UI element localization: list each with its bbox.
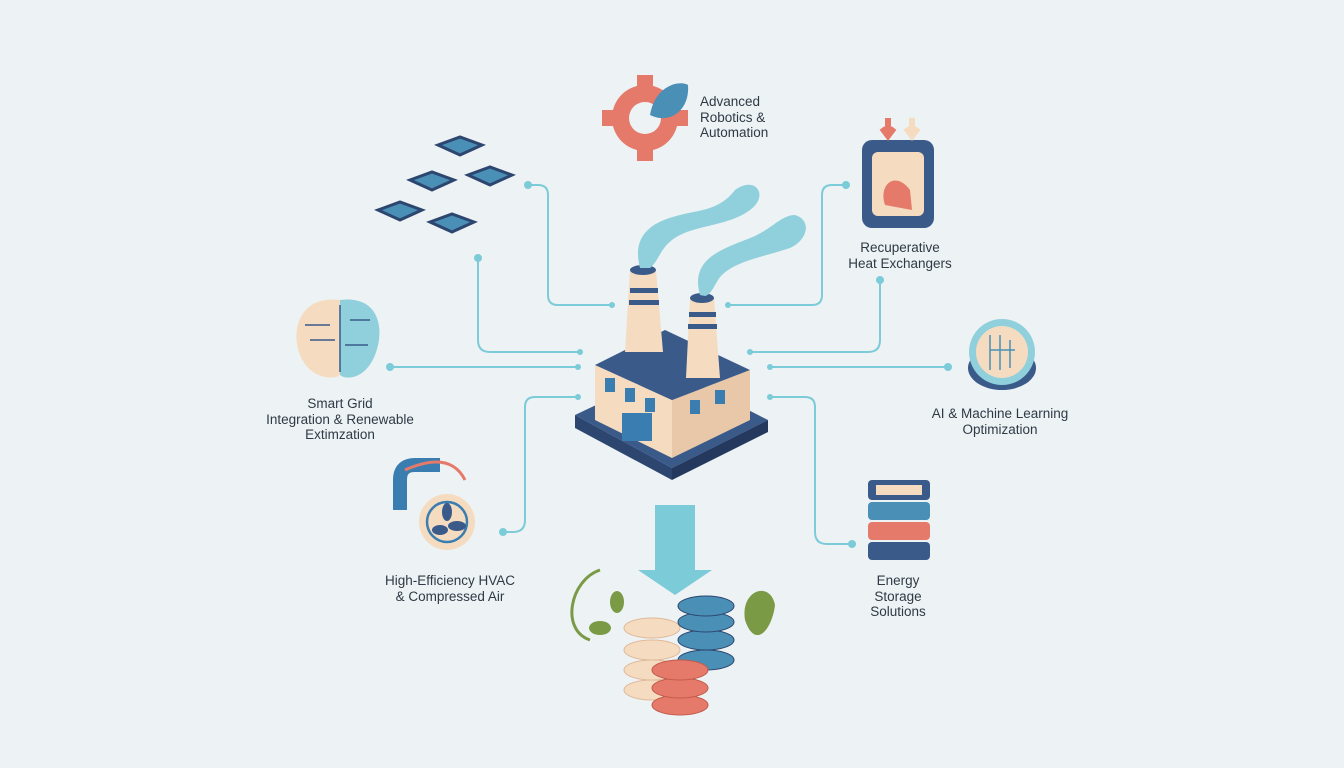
label-heat-exchangers: Recuperative Heat Exchangers	[848, 240, 952, 271]
label-energy-storage: Energy Storage Solutions	[870, 573, 926, 619]
label-hvac: High-Efficiency HVAC & Compressed Air	[384, 573, 516, 604]
label-robotics: Advanced Robotics & Automation	[700, 94, 769, 140]
connector-dots	[386, 181, 952, 548]
fan-pipe-icon	[393, 458, 475, 550]
ai-chip-icon	[968, 319, 1036, 390]
gear-leaf-icon	[602, 75, 689, 161]
network-hex-icon	[374, 135, 516, 234]
brain-circuit-icon	[296, 299, 380, 378]
label-smart-grid: Smart Grid Integration & Renewable Extim…	[266, 396, 414, 442]
label-ai-optimization: AI & Machine Learning Optimization	[931, 406, 1069, 437]
savings-coins-icon	[570, 505, 775, 716]
connector-lines	[390, 184, 948, 545]
heat-exchanger-icon	[862, 118, 934, 228]
battery-stack-icon	[868, 480, 930, 560]
factory-icon	[575, 184, 806, 480]
